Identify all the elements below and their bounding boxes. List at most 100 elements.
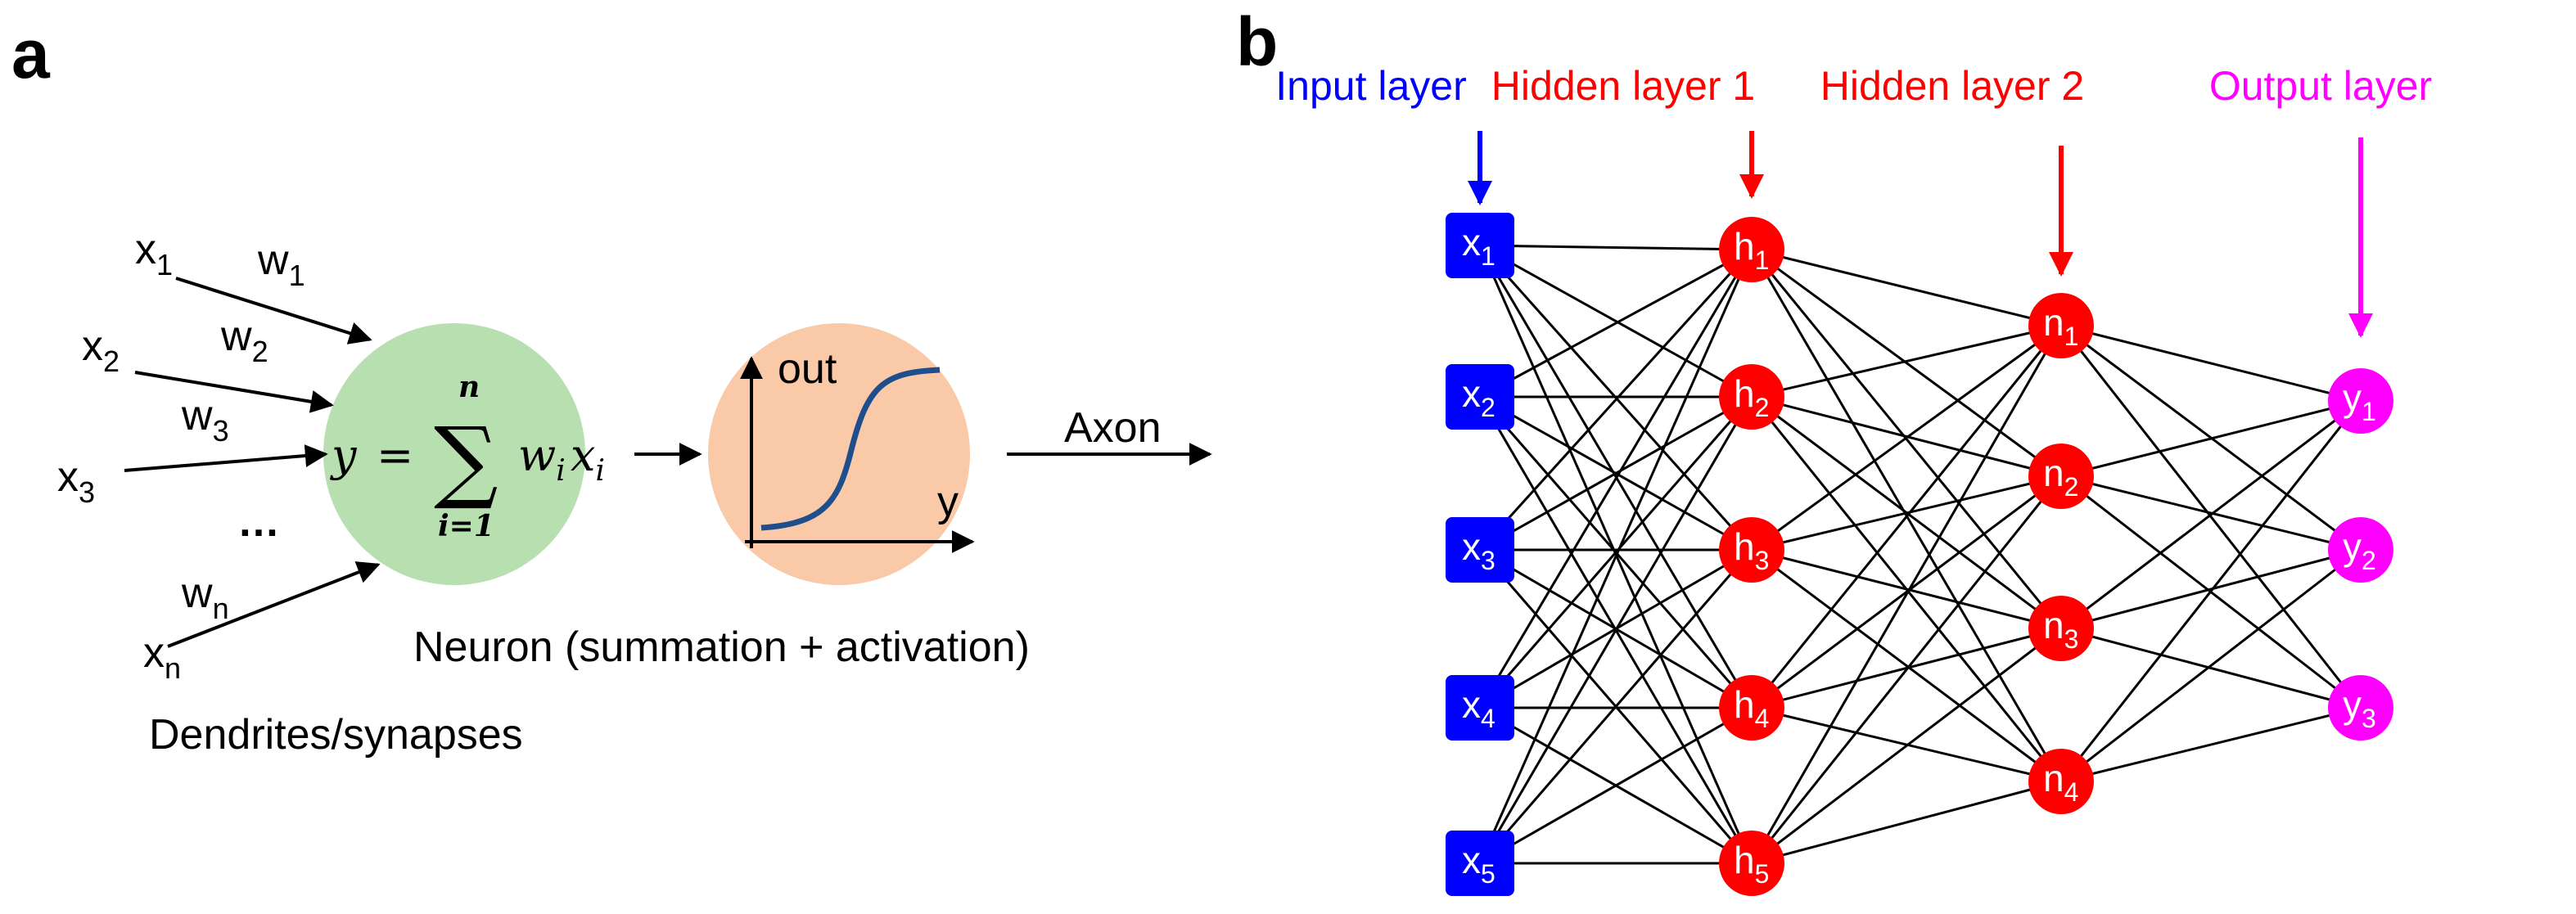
node-h4: h4	[1719, 675, 1784, 741]
eq-lower: i=1	[438, 509, 494, 543]
edge-l2-3-4	[1751, 548, 2062, 783]
edge-l2-5-1	[1750, 325, 2063, 864]
node-shape	[1719, 675, 1784, 741]
node-shape	[2028, 293, 2094, 358]
edge-l2-1-2	[1751, 248, 2062, 478]
node-shape	[2328, 517, 2393, 583]
activation-out-label: out	[778, 345, 837, 393]
node-h1: h1	[1719, 217, 1784, 282]
sigmoid-curve	[760, 367, 941, 531]
edge-l2-5-3	[1751, 627, 2062, 865]
edge-l3-2-1	[2060, 399, 2362, 478]
node-label: y1	[2343, 376, 2376, 426]
node-h3: h3	[1719, 517, 1784, 583]
node-n4: n4	[2028, 749, 2094, 814]
node-label: h2	[1734, 372, 1769, 422]
panel-a-letter: a	[11, 16, 51, 92]
node-shape	[1719, 831, 1784, 896]
eq-sigma: ∑	[434, 407, 499, 512]
edge-l1-3-2	[1479, 395, 1753, 552]
input-arrow-n	[167, 561, 381, 648]
node-shape	[1719, 217, 1784, 282]
node-label: x2	[1462, 372, 1496, 422]
edge-l1-5-3	[1478, 549, 1753, 864]
edge-l1-5-1	[1478, 249, 1753, 864]
edge-l1-5-2	[1478, 396, 1753, 864]
input-xn: xn	[143, 629, 181, 685]
node-label: x4	[1462, 683, 1496, 733]
edge-l3-2-2	[2060, 475, 2362, 552]
node-shape	[2328, 675, 2393, 741]
edge-l2-5-4	[1751, 780, 2062, 865]
layer-title-1: Input layer	[1275, 63, 1466, 109]
node-x3: x3	[1446, 517, 1514, 583]
edge-l2-3-1	[1751, 324, 2062, 552]
network-edges	[1478, 244, 2362, 865]
edge-l3-4-1	[2059, 400, 2362, 782]
node-label: n3	[2043, 604, 2078, 654]
node-shape	[1446, 213, 1514, 278]
activation-y-label: y	[937, 478, 959, 525]
input-arrow-2	[134, 371, 334, 413]
weight-w1: w1	[257, 236, 305, 292]
node-label: x5	[1462, 839, 1496, 889]
eq-term-x: xi	[571, 430, 605, 488]
node-n2: n2	[2028, 443, 2094, 509]
edge-l1-5-4	[1479, 706, 1753, 865]
edge-l1-3-1	[1478, 248, 1753, 552]
edge-l3-3-3	[2060, 627, 2362, 709]
edge-l1-2-1	[1479, 248, 1753, 398]
input-x2: x2	[82, 322, 120, 378]
layer-title-4: Output layer	[2209, 63, 2432, 109]
node-x4: x4	[1446, 675, 1514, 741]
edge-l2-3-2	[1751, 475, 2062, 552]
edge-l2-3-3	[1751, 548, 2062, 630]
weight-w3: w3	[181, 392, 229, 448]
node-shape	[1446, 675, 1514, 741]
edge-l2-1-1	[1751, 248, 2062, 327]
edge-l2-5-2	[1750, 475, 2063, 864]
node-x5: x5	[1446, 831, 1514, 896]
panel-b: b Input layer Hidden layer 1 Hidden layer …	[1236, 3, 2432, 896]
layer-title-2: Hidden layer 1	[1491, 63, 1755, 109]
input-arrow-1	[175, 277, 372, 344]
node-label: n4	[2043, 757, 2078, 807]
panel-b-letter: b	[1236, 3, 1278, 80]
node-shape	[2328, 368, 2393, 434]
node-label: y2	[2343, 525, 2376, 575]
node-n3: n3	[2028, 596, 2094, 661]
edge-l1-4-2	[1478, 396, 1753, 709]
eq-term-w: wi	[518, 430, 566, 488]
edge-l3-4-2	[2060, 548, 2362, 783]
edge-l2-4-1	[1750, 325, 2063, 709]
summation-circle	[323, 323, 585, 585]
activation-circle	[708, 323, 970, 585]
node-label: x1	[1462, 221, 1496, 271]
edge-l3-1-3	[2059, 325, 2362, 709]
node-shape	[1446, 831, 1514, 896]
node-label: n1	[2043, 301, 2078, 351]
edge-l2-2-1	[1751, 324, 2062, 398]
node-n1: n1	[2028, 293, 2094, 358]
weight-w2: w2	[220, 313, 268, 368]
input-x3: x3	[57, 453, 95, 509]
node-shape	[2028, 749, 2094, 814]
axon-label: Axon	[1064, 404, 1162, 452]
node-label: h5	[1734, 839, 1769, 889]
edge-l1-4-1	[1478, 249, 1753, 709]
eq-lhs: y	[330, 430, 358, 481]
node-label: h1	[1734, 225, 1769, 275]
edge-l3-3-1	[2060, 399, 2362, 630]
node-shape	[2028, 596, 2094, 661]
node-h2: h2	[1719, 364, 1784, 430]
weight-wn: wn	[181, 570, 229, 625]
input-arrow-3	[124, 444, 328, 472]
edge-l1-1-1	[1479, 244, 1753, 251]
input-x1: x1	[135, 226, 173, 281]
edge-l3-4-3	[2060, 706, 2362, 783]
layer-title-3: Hidden layer 2	[1820, 63, 2084, 109]
node-y2: y2	[2328, 517, 2393, 583]
node-y1: y1	[2328, 368, 2393, 434]
